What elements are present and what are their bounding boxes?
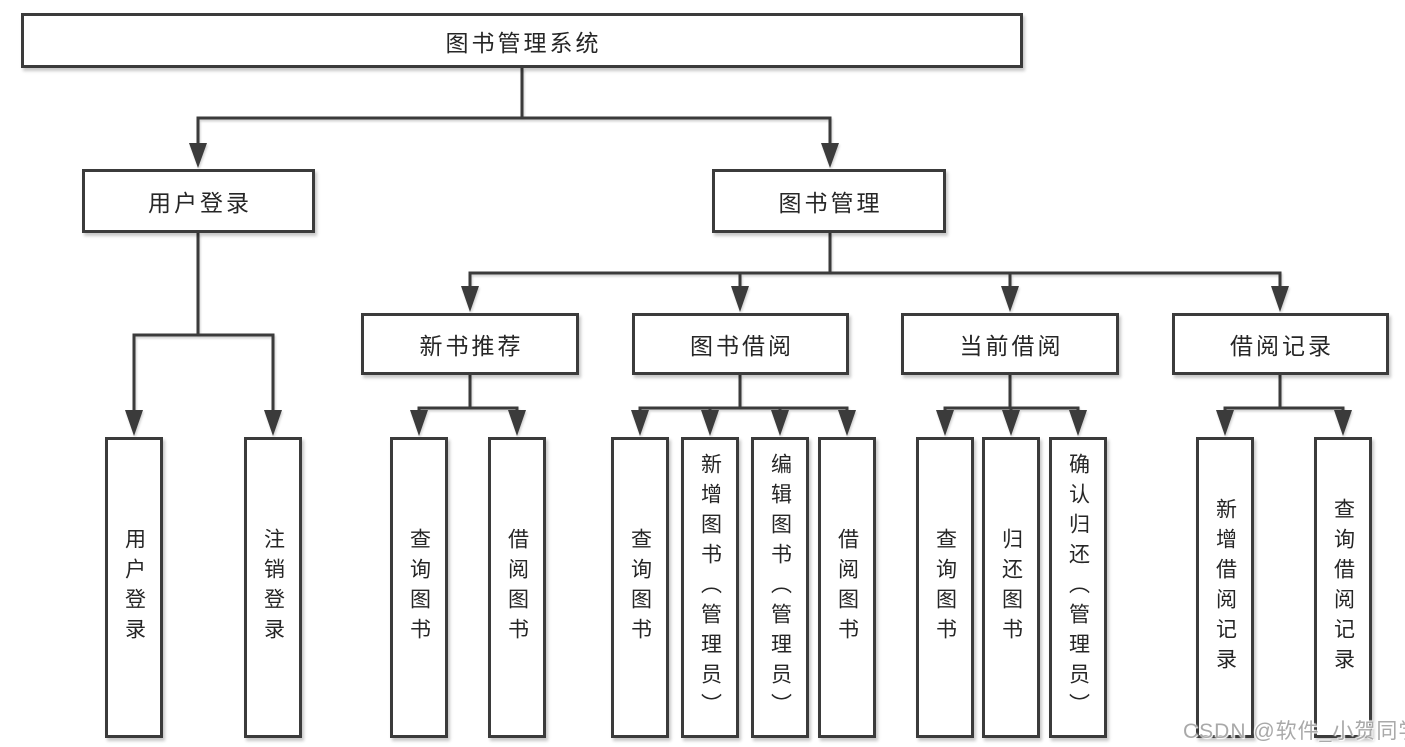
node-label: 用户登录 [122, 527, 146, 648]
node-label: 查询图书 [628, 527, 652, 648]
node-book-borrowing: 图书借阅 [632, 313, 849, 375]
node-label: 新书推荐 [419, 333, 524, 359]
node-label: 当前借阅 [959, 333, 1064, 359]
node-book-management: 图书管理 [712, 169, 946, 233]
node-new-book-recommend: 新书推荐 [361, 313, 579, 375]
node-label: 查询图书 [933, 527, 957, 648]
leaf-user-login: 用户登录 [105, 437, 163, 738]
node-label: 查询图书 [407, 527, 431, 648]
node-label: 借阅记录 [1230, 333, 1334, 359]
node-label: 借阅图书 [835, 527, 859, 648]
node-label: 注销登录 [261, 527, 285, 648]
leaf-add-borrow-record: 新增借阅记录 [1196, 437, 1254, 738]
leaf-borrow-books-recommend: 借阅图书 [488, 437, 546, 738]
leaf-search-books-borrow: 查询图书 [611, 437, 669, 738]
node-label: 编辑图书（管理员） [768, 452, 792, 723]
leaf-confirm-return-admin: 确认归还（管理员） [1049, 437, 1107, 738]
leaf-borrow-books: 借阅图书 [818, 437, 876, 738]
leaf-search-books-current: 查询图书 [916, 437, 974, 738]
node-borrowing-records: 借阅记录 [1172, 313, 1389, 375]
node-label: 用户登录 [148, 190, 252, 216]
node-label: 借阅图书 [505, 527, 529, 648]
node-current-borrowing: 当前借阅 [901, 313, 1119, 375]
leaf-edit-book-admin: 编辑图书（管理员） [751, 437, 809, 738]
node-user-login: 用户登录 [82, 169, 315, 233]
node-library-management-system: 图书管理系统 [21, 13, 1023, 68]
node-label: 查询借阅记录 [1331, 497, 1355, 678]
leaf-logout: 注销登录 [244, 437, 302, 738]
leaf-search-borrow-record: 查询借阅记录 [1314, 437, 1372, 738]
leaf-add-book-admin: 新增图书（管理员） [681, 437, 739, 738]
node-label: 新增图书（管理员） [698, 452, 722, 723]
node-label: 新增借阅记录 [1213, 497, 1237, 678]
csdn-watermark: CSDN @软件_小贺同学 [1183, 720, 1405, 743]
node-label: 图书管理系统 [445, 29, 602, 56]
node-label: 图书借阅 [690, 333, 794, 359]
node-label: 确认归还（管理员） [1066, 452, 1090, 723]
leaf-return-book: 归还图书 [982, 437, 1040, 738]
node-label: 归还图书 [999, 527, 1023, 648]
leaf-search-books-recommend: 查询图书 [390, 437, 448, 738]
node-label: 图书管理 [778, 190, 883, 216]
